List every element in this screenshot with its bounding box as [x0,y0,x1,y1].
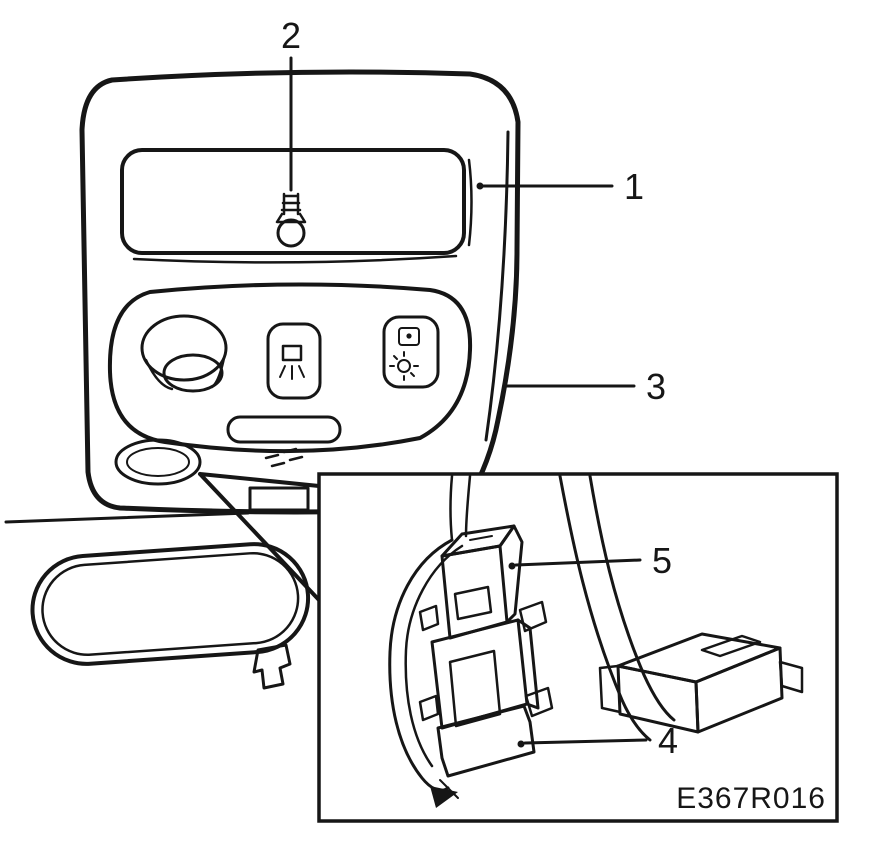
callout-1-dot [476,182,484,190]
plug-top-detail [700,634,762,658]
headliner-line [4,511,250,524]
wire-harness [388,538,464,808]
callout-3-label: 3 [646,366,666,407]
mirror-inner [41,551,300,657]
rotary-dial [140,314,228,393]
dial-top [140,314,228,382]
sunglasses-lid [120,148,466,255]
lid-knob [275,192,307,248]
knob-flare [275,212,307,224]
inset-pointer-lines [198,472,321,602]
plug-terminal [778,660,804,694]
dial-front [162,353,224,393]
lid-shadow-bottom [132,254,458,264]
console-outline [79,69,521,515]
callout-5-label: 5 [652,540,672,581]
lens-inner [126,447,190,477]
callout-4-leader [523,738,648,745]
switch-slot [226,415,342,444]
lamp-button-right [382,315,440,389]
clip-right-bottom [524,686,554,718]
knob-ball [276,218,306,248]
callout-4-dot [517,740,525,748]
top-wires [449,474,472,542]
mating-plug [598,632,804,734]
dial-side-left [144,358,174,391]
connector-body [418,600,554,778]
figure-code: E367R016 [676,782,826,815]
lamp-button-center [266,322,322,400]
lamp-button-center-outline [266,322,322,400]
inset-detail-box: 5 4 E367R016 [317,472,839,823]
main-callouts: 2 1 3 [281,15,666,407]
callout-5-dot [508,562,516,570]
console-inner-contour [484,130,510,442]
plug-left-bracket [598,664,622,714]
lamp-button-right-outline [382,315,440,389]
clip-right-top [518,600,548,633]
lens-outline [114,438,202,486]
lid-shadow-right [467,158,473,247]
grille-ticks [264,447,304,468]
dial-side-right [210,356,226,389]
reading-lamp-icon [389,327,420,381]
control-panel-outline [107,282,473,454]
callout-5-leader [514,558,642,567]
callout-4-label: 4 [658,720,678,761]
console-mount [248,486,310,512]
tab-left-bottom [418,694,440,722]
overhead-console [79,69,521,515]
courtesy-lamp-lens [114,438,202,486]
pillar-curve-inner [588,474,676,722]
knob-stem [280,192,302,216]
rearview-mirror [30,542,311,666]
callout-2-label: 2 [281,15,301,56]
tab-left-top [418,604,440,632]
callout-1-label: 1 [624,166,644,207]
mirror-outline [30,542,311,666]
dome-lamp-icon [279,344,305,380]
inset-border [317,472,839,823]
control-panel [107,282,473,454]
mirror-stem [252,643,292,690]
pillar-curve-outer [558,474,652,742]
